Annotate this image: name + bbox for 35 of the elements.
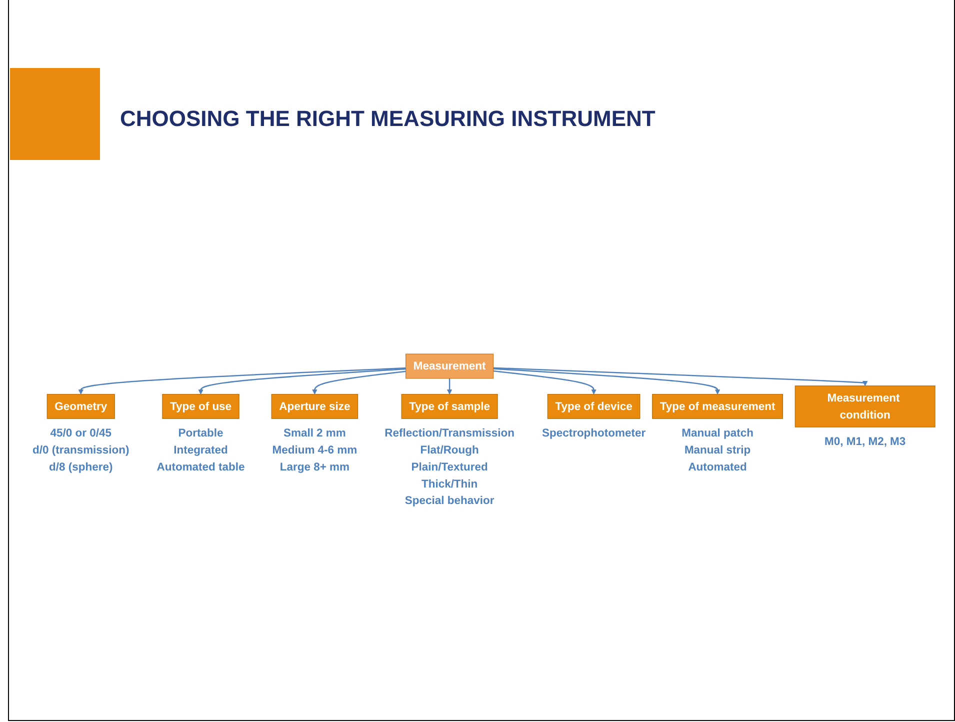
- node-label: d/8 (sphere): [49, 460, 113, 473]
- node-label: Automated: [688, 460, 747, 473]
- arrow: [446, 378, 452, 394]
- node-label: M0, M1, M2, M3: [824, 435, 906, 448]
- arrow: [493, 367, 868, 386]
- node-box: Geometry: [46, 394, 115, 419]
- node-label: Medium 4-6 mm: [272, 443, 358, 456]
- node-label: Plain/Textured: [411, 460, 488, 473]
- node-label: Manual strip: [684, 443, 751, 456]
- node-label: Reflection/Transmission: [384, 426, 514, 440]
- node-box: Measurement: [406, 354, 494, 379]
- node-label: Flat/Rough: [420, 443, 479, 456]
- node-label: Integrated: [174, 443, 228, 456]
- node-label: 45/0 or 0/45: [50, 426, 112, 440]
- arrow: [198, 368, 406, 394]
- node-box: Measurement condition: [794, 385, 936, 428]
- arrow: [312, 370, 406, 394]
- node-label: Thick/Thin: [421, 477, 478, 490]
- node-label: Large 8+ mm: [280, 460, 350, 473]
- node-label: Manual patch: [682, 426, 754, 440]
- node-box: Type of use: [162, 394, 240, 419]
- node-label: Automated table: [156, 460, 245, 473]
- node-box: Type of device: [547, 394, 640, 419]
- node-label: Small 2 mm: [283, 426, 346, 440]
- arrow: [78, 367, 406, 394]
- node-box: Type of measurement: [652, 394, 783, 419]
- node-label: Portable: [178, 426, 224, 440]
- node-label: d/0 (transmission): [32, 443, 130, 456]
- title: CHOOSING THE RIGHT MEASURING INSTRUMENT: [120, 106, 656, 132]
- node-box: Type of sample: [401, 394, 498, 419]
- arrow: [493, 370, 597, 394]
- node-label: Spectrophotometer: [542, 426, 646, 440]
- node-label: Special behavior: [404, 494, 494, 506]
- arrow: [493, 368, 720, 394]
- node-box: Aperture size: [271, 394, 358, 419]
